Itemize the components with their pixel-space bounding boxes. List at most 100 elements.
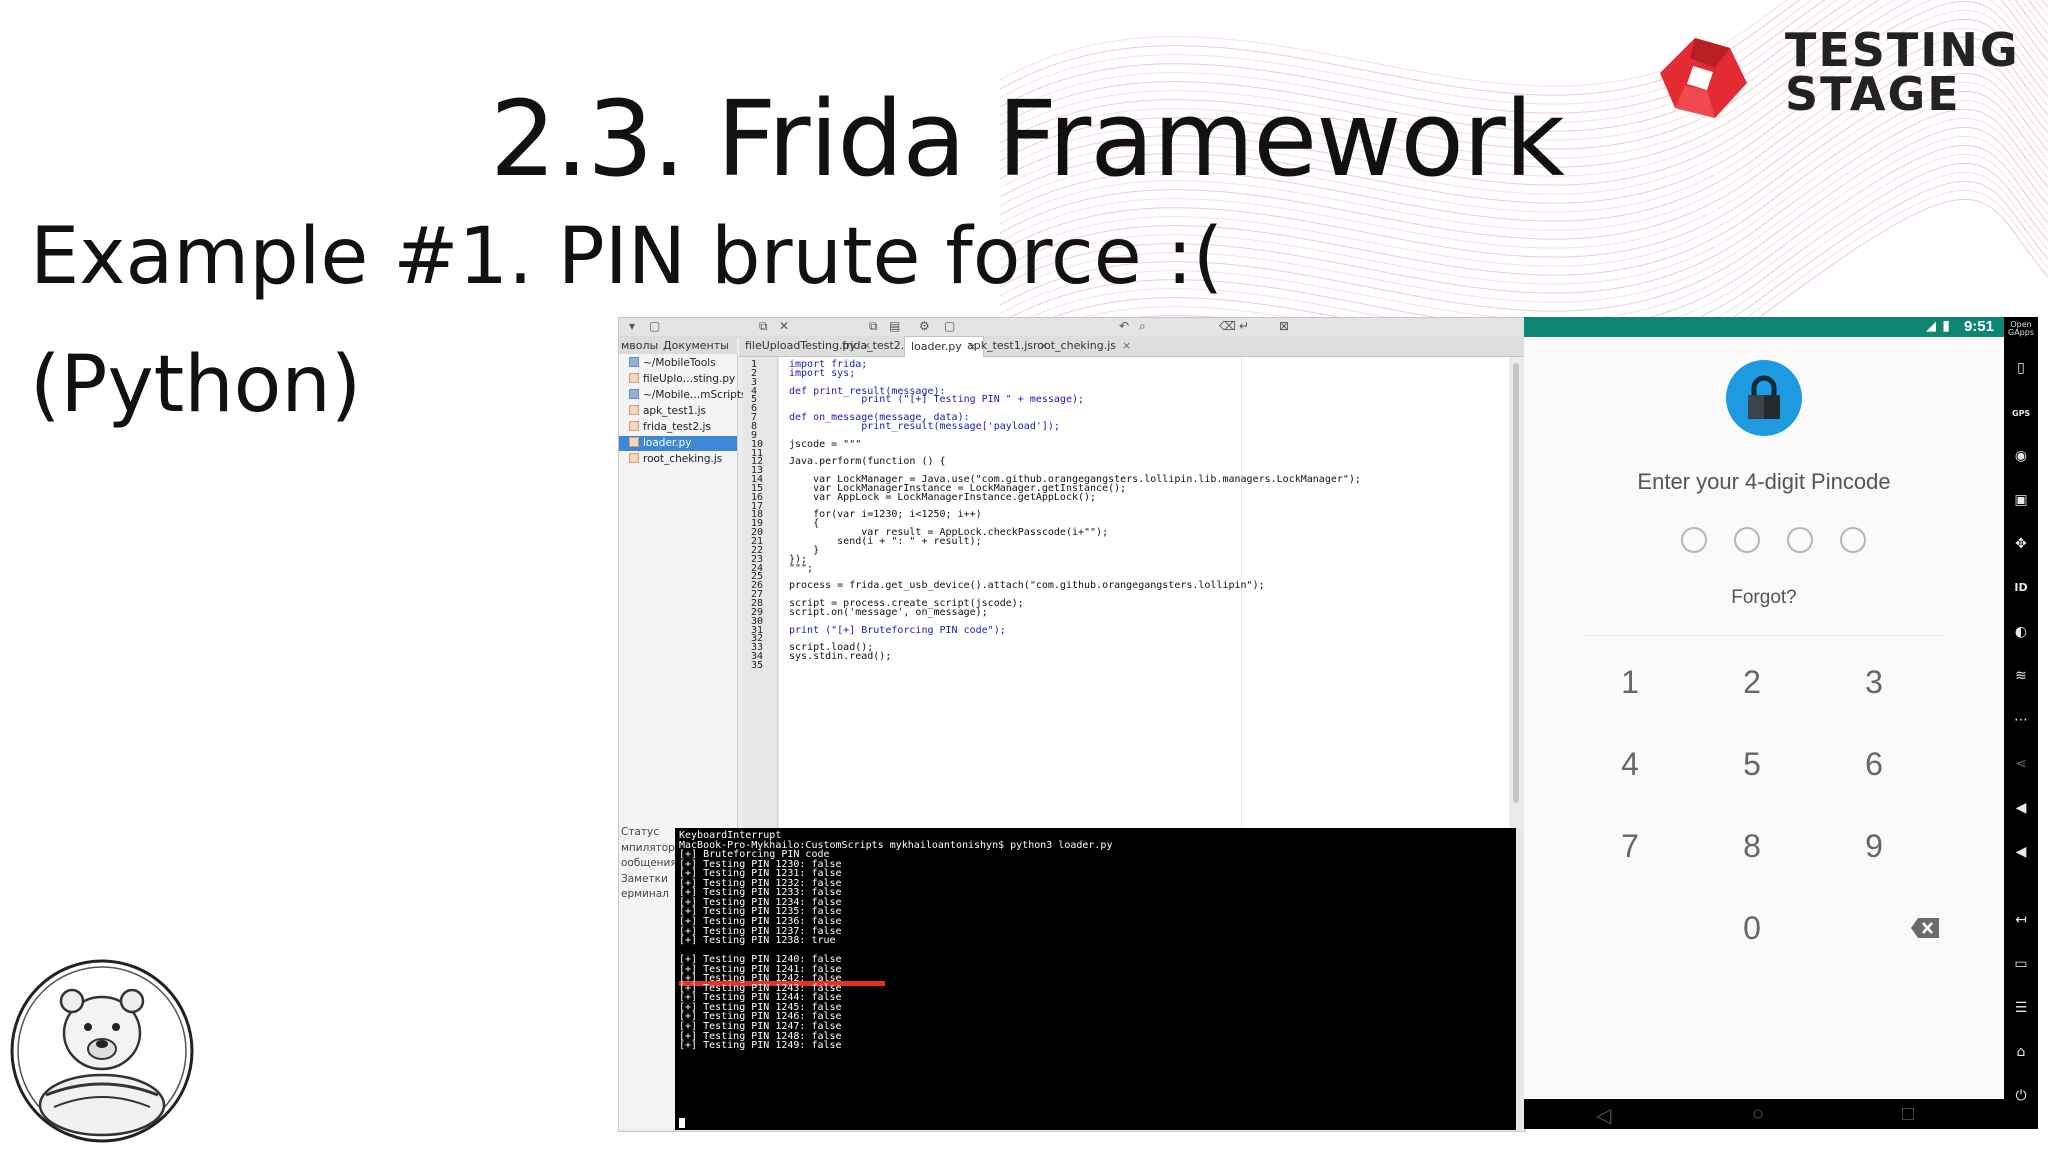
close-icon[interactable]: ×	[967, 340, 977, 353]
terminal-line: KeyboardInterrupt	[679, 830, 782, 841]
pin-prompt: Enter your 4-digit Pincode	[1637, 469, 1891, 494]
close-icon[interactable]: ×	[1122, 339, 1132, 352]
settings-icon[interactable]: ⚙	[919, 319, 930, 333]
tree-file[interactable]: root_cheking.js	[619, 452, 737, 467]
terminal-line: [+] Testing PIN 1237: false	[679, 925, 842, 937]
line-number: 16	[751, 491, 764, 503]
key-1[interactable]: 1	[1621, 664, 1639, 700]
tree-file[interactable]: fileUplo…sting.py	[619, 372, 737, 387]
forgot-link[interactable]: Forgot?	[1731, 587, 1797, 608]
code-line: print ("[+] Testing PIN " + message);	[789, 394, 1085, 406]
share-icon[interactable]: ⋖	[2015, 756, 2027, 772]
terminal-line: [+] Testing PIN 1240: false	[679, 954, 842, 966]
code-line: """;	[789, 562, 814, 574]
paste-icon[interactable]: ⧉	[869, 319, 878, 333]
home-icon[interactable]: ○	[1752, 1103, 1765, 1125]
copy-icon[interactable]: ⧉	[759, 319, 768, 333]
line-number: 6	[751, 403, 758, 415]
home-icon[interactable]: ⌂	[2016, 1044, 2026, 1060]
key-7[interactable]: 7	[1621, 828, 1639, 864]
undo-icon[interactable]: ↶	[1119, 319, 1130, 333]
key-2[interactable]: 2	[1743, 664, 1761, 700]
return-icon[interactable]: ↵	[1239, 319, 1250, 333]
power-icon[interactable]: ⏻	[2015, 1088, 2027, 1104]
film-icon[interactable]: ▣	[2014, 492, 2028, 508]
ide-window: ▾ ▢ ⧉ ✕ ⧉ ▤ ⚙ ▢ ↶ ⌕ ⌫ ↵ ⊠ мволы Документ…	[618, 317, 1526, 1132]
id-icon[interactable]: ID	[2014, 581, 2028, 594]
tree-file[interactable]: apk_test1.js	[619, 404, 737, 419]
new-file-icon[interactable]: ▢	[649, 319, 661, 333]
bottom-tab[interactable]: мпилятор	[621, 841, 675, 854]
file-icon	[629, 421, 639, 431]
stop-icon[interactable]: ⊠	[1279, 319, 1290, 333]
editor-tab[interactable]: fileUploadTesting.py×	[739, 336, 877, 356]
key-0[interactable]: 0	[1743, 910, 1761, 946]
brand-name-line1: TESTING	[1785, 23, 2020, 77]
key-3[interactable]: 3	[1865, 664, 1883, 700]
tree-file[interactable]: frida_test2.js	[619, 420, 737, 435]
tree-folder[interactable]: ~/MobileTools	[619, 356, 737, 371]
bottom-tab[interactable]: ообщения	[621, 857, 677, 869]
bottom-tab[interactable]: ерминал	[621, 888, 669, 900]
code-line: def on_message(message, data):	[789, 412, 970, 424]
run-icon[interactable]: ▢	[944, 319, 956, 333]
line-number: 28	[751, 597, 764, 609]
key-8[interactable]: 8	[1743, 828, 1761, 864]
volume-up-icon[interactable]: ◀	[2015, 800, 2027, 816]
line-number: 21	[751, 536, 764, 547]
bottom-tab[interactable]: Статус	[621, 826, 659, 838]
terminal-line: [+] Testing PIN 1233: false	[679, 887, 842, 899]
line-number: 22	[751, 544, 764, 556]
recents-icon[interactable]: □	[1902, 1103, 1915, 1125]
rotate-alt-icon[interactable]: ▭	[2014, 956, 2028, 972]
key-6[interactable]: 6	[1865, 746, 1883, 782]
key-5[interactable]: 5	[1743, 746, 1761, 782]
tree-folder[interactable]: ~/Mobile…mScripts	[619, 388, 746, 403]
editor-tab[interactable]: apk_test1.js×	[961, 336, 1054, 356]
move-icon[interactable]: ✥	[2015, 536, 2027, 552]
line-number: 35	[751, 659, 764, 671]
save-icon[interactable]: ▤	[889, 319, 901, 333]
line-number: 30	[751, 615, 764, 627]
bottom-tab[interactable]: Заметки	[621, 872, 668, 885]
key-9[interactable]: 9	[1865, 828, 1883, 864]
editor-tab[interactable]: loader.py×	[904, 336, 984, 357]
open-gapps-label[interactable]: Open GApps	[2008, 320, 2034, 337]
tab-symbols[interactable]: мволы	[621, 339, 659, 352]
terminal-line: [+] Testing PIN 1248: false	[679, 1030, 842, 1042]
key-4[interactable]: 4	[1621, 746, 1639, 782]
menu-icon[interactable]: ☰	[2014, 1000, 2028, 1016]
close-icon[interactable]: ×	[1039, 339, 1049, 352]
disk-icon[interactable]: ◐	[2014, 624, 2028, 640]
editor-vertical-scrollbar[interactable]	[1513, 363, 1519, 803]
backspace-icon[interactable]	[1910, 917, 1940, 939]
gps-icon[interactable]: GPS	[2012, 409, 2031, 418]
close-icon[interactable]: ×	[861, 339, 872, 352]
folder-icon	[629, 389, 639, 399]
tree-file[interactable]: loader.py	[619, 436, 737, 451]
camera-icon[interactable]: ◉	[2014, 448, 2028, 464]
tab-documents[interactable]: Документы	[663, 339, 729, 352]
line-number: 14	[751, 474, 764, 486]
editor-tab[interactable]: root_cheking.js×	[1027, 336, 1137, 356]
rotate-icon[interactable]: ↤	[2015, 912, 2027, 928]
line-number: 17	[751, 500, 764, 512]
close-file-icon[interactable]: ✕	[779, 319, 790, 333]
slide-title: 2.3. Frida Framework	[490, 78, 1565, 200]
line-number: 2	[751, 367, 758, 379]
back-icon[interactable]: ◁	[1596, 1105, 1612, 1127]
terminal-scrollbar[interactable]	[1516, 828, 1525, 1130]
battery-icon[interactable]: ▯	[2017, 360, 2025, 376]
dropdown-arrow-icon[interactable]: ▾	[629, 319, 636, 333]
ide-toolbar: ▾ ▢ ⧉ ✕ ⧉ ▤ ⚙ ▢ ↶ ⌕ ⌫ ↵ ⊠	[619, 318, 1525, 337]
search-icon[interactable]: ⌕	[1139, 319, 1146, 333]
file-icon	[629, 405, 639, 415]
clear-icon[interactable]: ⌫	[1219, 319, 1236, 333]
rss-icon[interactable]: ≋	[2015, 668, 2027, 684]
message-icon[interactable]: ⋯	[2014, 712, 2028, 728]
line-number: 3	[751, 376, 758, 388]
volume-down-icon[interactable]: ◀	[2015, 844, 2027, 860]
right-margin-guide	[1241, 357, 1242, 1119]
line-number: 13	[751, 465, 764, 477]
